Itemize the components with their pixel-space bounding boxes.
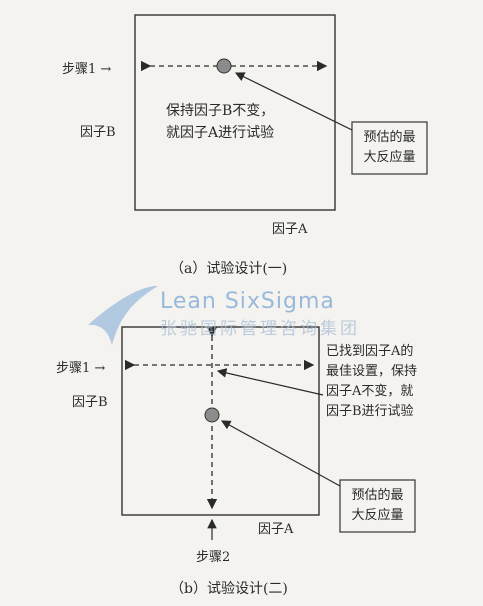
diagram-b-optimum-point bbox=[204, 407, 220, 423]
diagram-b-caption: （b）试验设计(二) bbox=[170, 581, 288, 597]
diagram-a-frame bbox=[134, 14, 336, 211]
watermark-logo-icon bbox=[88, 285, 158, 345]
diagram-b-note-arrow bbox=[216, 368, 324, 396]
diagram-a-callout-text: 预估的最 大反应量 bbox=[352, 128, 427, 168]
diagram-b-step2-label: 步骤2 bbox=[196, 550, 231, 565]
diagram-b-note-line1: 已找到因子A的 bbox=[326, 344, 414, 359]
diagram-b-note-line2: 最佳设置，保持 bbox=[326, 364, 418, 379]
watermark-english: Lean SixSigma bbox=[160, 289, 335, 314]
diagram-a-description-line1: 保持因子B不变， bbox=[166, 103, 275, 119]
diagram-a-step1-label: 步骤1 → bbox=[62, 62, 112, 77]
diagram-a-optimum-point bbox=[216, 58, 232, 74]
diagram-b-callout-text: 预估的最 大反应量 bbox=[340, 486, 415, 526]
diagram-a-callout-arrow bbox=[234, 72, 353, 131]
diagram-b-note-line3: 因子A不变，就 bbox=[326, 384, 414, 399]
diagram-b-frame bbox=[121, 326, 320, 516]
diagram-b-callout-line1: 预估的最 bbox=[351, 488, 404, 503]
diagram-b-note-line4: 因子B进行试验 bbox=[326, 404, 414, 419]
diagram-a-callout-line2: 大反应量 bbox=[363, 150, 416, 165]
diagram-a-callout-box bbox=[351, 121, 428, 175]
diagram-b-note: 已找到因子A的 最佳设置，保持 因子A不变，就 因子B进行试验 bbox=[326, 342, 417, 422]
diagram-b-callout-arrow bbox=[220, 420, 341, 487]
diagram-a-description-line2: 就因子A进行试验 bbox=[166, 125, 275, 141]
diagram-a-caption: （a）试验设计(一) bbox=[170, 261, 288, 277]
diagram-b-factor-b-label: 因子B bbox=[72, 395, 108, 410]
diagram-a-callout-line1: 预估的最 bbox=[363, 130, 416, 145]
diagram-b-callout-box bbox=[339, 479, 416, 533]
diagram-b-step1-label: 步骤1 → bbox=[56, 361, 106, 376]
diagram-a-factor-b-label: 因子B bbox=[80, 125, 116, 140]
watermark-chinese: 张驰国际管理咨询集团 bbox=[160, 319, 360, 339]
diagram-a-description: 保持因子B不变， 就因子A进行试验 bbox=[166, 100, 274, 144]
diagram-b-callout-line2: 大反应量 bbox=[351, 508, 404, 523]
diagram-b-factor-a-label: 因子A bbox=[258, 522, 294, 537]
diagram-a-factor-a-label: 因子A bbox=[272, 222, 308, 237]
